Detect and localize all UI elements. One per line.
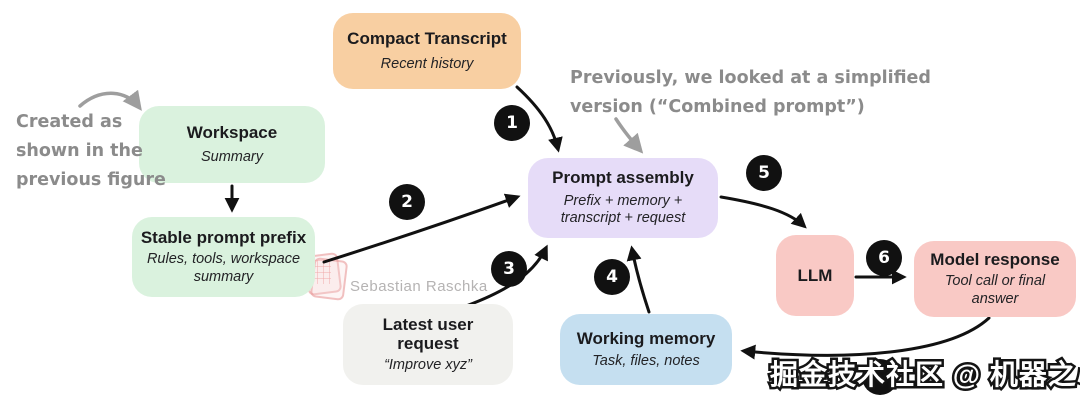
box-subtitle: Recent history [380,55,474,72]
annotation-line: version (“Combined prompt”) [570,96,865,117]
box-title: Latest user request [382,314,474,354]
box-compact-transcript: Compact Transcript Recent history [333,13,521,89]
box-title: Prompt assembly [552,168,694,188]
annotation-line: Created as [16,112,123,132]
community-watermark-text: 掘金技术社区 @ 机器之心 [770,359,1080,390]
step-badge-1: 1 [494,105,530,141]
box-subtitle: Summary [200,149,264,166]
box-stable-prompt-prefix: Stable prompt prefix Rules, tools, works… [132,217,315,297]
community-watermark: 掘金技术社区 @ 机器之心 掘金技术社区 @ 机器之心 [768,353,1080,395]
arrow-note-to-workspace [78,89,142,111]
annotation-created-as: Created as shown in the previous figure [16,108,166,195]
box-latest-user-request: Latest user request “Improve xyz” [343,304,513,385]
box-subtitle: Task, files, notes [592,353,700,370]
box-title: Workspace [186,122,278,142]
box-title: LLM [797,265,833,285]
arrow-prefix-to-assembly [322,193,521,264]
box-working-memory: Working memory Task, files, notes [560,314,732,385]
box-subtitle: “Improve xyz” [384,356,472,373]
box-title: Stable prompt prefix [140,227,307,247]
annotation-line: shown in the [16,140,143,161]
box-model-response: Model response Tool call or final answer [914,241,1076,317]
step-badge-4: 4 [594,259,630,295]
stamp-grid [311,260,331,284]
box-title: Compact Transcript [347,29,507,49]
step-badge-obscured [862,359,898,395]
annotation-previously: Previously, we looked at a simplified ve… [570,64,931,122]
arrow-note-to-assembly [614,117,644,154]
annotation-line: previous figure [16,169,166,190]
step-badge-2: 2 [389,184,425,220]
box-llm: LLM [776,235,854,316]
arrow-response-to-memory [740,316,991,360]
box-title: Working memory [576,328,716,348]
arrow-memory-to-assembly [626,245,651,314]
box-workspace: Workspace Summary [139,106,325,183]
box-subtitle: Rules, tools, workspace summary [146,251,301,285]
box-subtitle: Prefix + memory + transcript + request [560,192,686,227]
box-prompt-assembly: Prompt assembly Prefix + memory + transc… [528,158,718,238]
box-subtitle: Tool call or final answer [944,273,1046,307]
box-title: Model response [930,249,1060,269]
arrow-transcript-to-assembly [515,85,563,153]
annotation-line: Previously, we looked at a simplified [570,68,931,88]
author-watermark: Sebastian Raschka [350,278,488,295]
arrow-assembly-to-llm [719,195,807,229]
community-watermark-outline: 掘金技术社区 @ 机器之心 [768,357,1080,393]
step-badge-5: 5 [746,155,782,191]
step-badge-3: 3 [491,251,527,287]
step-badge-6: 6 [866,240,902,276]
stamp-icon [303,252,349,301]
